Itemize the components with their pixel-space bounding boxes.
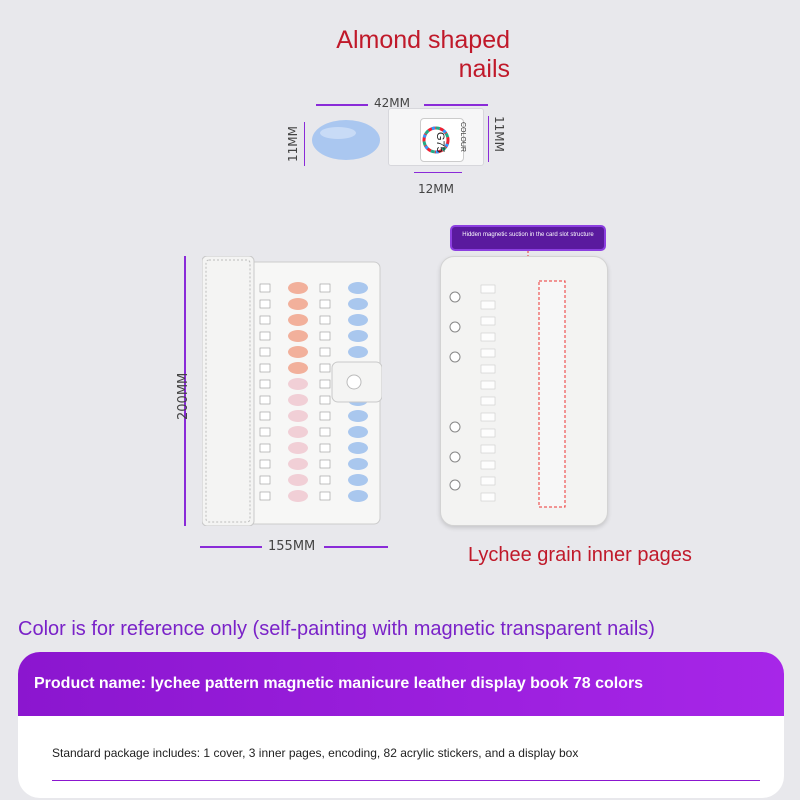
nail-height-right-label: 11MM [492, 116, 506, 152]
lychee-inner-page [440, 256, 608, 526]
color-label-sticker [420, 118, 464, 162]
book-width-arrow-left [200, 546, 262, 548]
nail-length-label: 42MM [374, 96, 410, 110]
height-arrow-left [304, 122, 305, 166]
title-line-2: nails [458, 55, 510, 83]
book-width-label: 155MM [268, 539, 316, 554]
panel-divider [52, 780, 760, 781]
length-arrow-left [316, 104, 368, 106]
almond-nail-tip [312, 120, 380, 160]
color-wheel-icon [422, 126, 450, 154]
label-text: COLOUR [459, 122, 466, 152]
nail-height-left-label: 11MM [286, 126, 300, 162]
title-line-1: Almond shaped [336, 26, 510, 54]
product-panel: Product name: lychee pattern magnetic ma… [18, 652, 784, 798]
book-height-label: 200MM [176, 372, 191, 420]
length-arrow-right [424, 104, 488, 106]
label-code: G75 [434, 132, 446, 153]
product-name: Product name: lychee pattern magnetic ma… [18, 652, 784, 716]
book-height-arrow [184, 256, 186, 526]
package-contents: Standard package includes: 1 cover, 3 in… [52, 746, 579, 760]
tab-width-arrow [414, 172, 462, 173]
book-width-arrow-right [324, 546, 388, 548]
page-title: Almond shaped nails [0, 26, 510, 84]
height-arrow-right [488, 116, 489, 162]
tab-width-label: 12MM [418, 182, 454, 196]
color-reference-note: Color is for reference only (self-painti… [18, 618, 655, 640]
display-book [202, 256, 382, 526]
magnetic-callout: Hidden magnetic suction in the card slot… [450, 225, 606, 251]
inner-page-caption: Lychee grain inner pages [468, 544, 692, 566]
